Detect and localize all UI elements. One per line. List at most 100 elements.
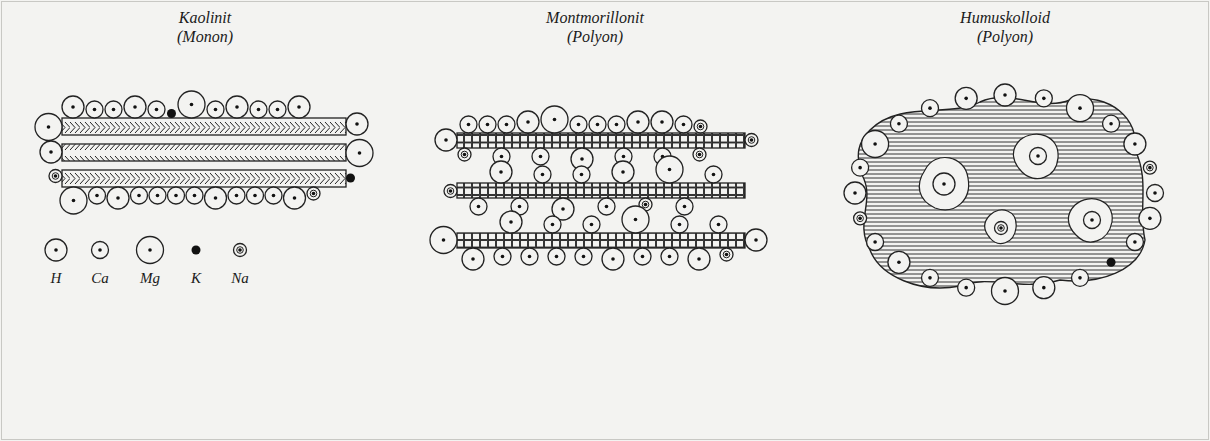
- ion-h: [517, 111, 539, 133]
- ion-k: [167, 109, 176, 118]
- ion-c: [598, 198, 615, 215]
- ion-dot: [148, 248, 152, 252]
- ion-c: [460, 116, 477, 133]
- panel-title: Kaolinit (Monon): [177, 8, 233, 46]
- ion-dot: [1042, 286, 1046, 290]
- ion-c: [634, 248, 651, 265]
- ion-dot: [634, 218, 638, 222]
- ion-dot: [49, 150, 53, 154]
- ion-m: [35, 114, 62, 141]
- ion-dot: [526, 120, 530, 124]
- ion-n: [458, 148, 471, 161]
- ion-h: [205, 187, 227, 209]
- ion-dot: [1003, 93, 1007, 97]
- ion-ring: [696, 151, 703, 158]
- clay-layer: [457, 233, 745, 248]
- panel-title: Humuskolloid (Polyon): [960, 8, 1050, 46]
- ion-h: [745, 229, 767, 251]
- ion-c: [86, 101, 103, 118]
- ion-dot: [555, 255, 559, 259]
- ion-c: [186, 187, 203, 204]
- ion-dot: [95, 194, 99, 198]
- ion-dot: [276, 108, 280, 112]
- ion-k: [1107, 258, 1116, 267]
- ion-dot: [156, 194, 160, 198]
- ion-c: [479, 116, 496, 133]
- ion-c: [1030, 148, 1047, 165]
- ion-dot: [539, 155, 543, 159]
- ion-c: [1147, 185, 1164, 202]
- ion-h: [284, 187, 306, 209]
- ion-ring: [697, 123, 704, 130]
- ion-m: [137, 237, 164, 264]
- ion-c: [570, 116, 587, 133]
- ion-dot: [1133, 240, 1137, 244]
- ion-ring: [447, 188, 454, 195]
- ion-dot: [699, 125, 703, 129]
- ion-dot: [897, 260, 901, 264]
- ion-h: [688, 248, 710, 270]
- ion-dot: [683, 205, 687, 209]
- ion-dot: [1078, 276, 1082, 280]
- ion-dot: [133, 105, 137, 109]
- ion-dot: [509, 220, 513, 224]
- ion-c: [521, 248, 538, 265]
- ion-dot: [137, 194, 141, 198]
- ion-m: [862, 131, 889, 158]
- ion-dot: [54, 174, 58, 178]
- legend-label: Ca: [91, 270, 109, 287]
- clay-layer: [62, 170, 346, 187]
- ion-dot: [442, 238, 446, 242]
- ion-dot: [501, 255, 505, 259]
- ion-h: [955, 87, 977, 109]
- ion-dot: [449, 189, 453, 193]
- ion-c: [676, 198, 693, 215]
- ion-dot: [1133, 142, 1137, 146]
- ion-dot: [1042, 97, 1046, 101]
- ion-c: [498, 116, 515, 133]
- ion-h: [490, 161, 512, 183]
- ion-dot: [1153, 191, 1157, 195]
- ion-dot: [155, 108, 159, 112]
- ion-n: [444, 185, 457, 198]
- ion-dot: [312, 192, 316, 196]
- ion-c: [149, 187, 166, 204]
- ion-c: [228, 187, 245, 204]
- ion-c: [168, 187, 185, 204]
- ion-h: [40, 141, 62, 163]
- ion-dot: [518, 205, 522, 209]
- ion-h: [435, 129, 457, 151]
- ion-c: [247, 187, 264, 204]
- ion-c: [89, 187, 106, 204]
- panel-title: Montmorillonit (Polyon): [546, 8, 644, 46]
- ion-c: [675, 116, 692, 133]
- ion-c: [470, 198, 487, 215]
- ion-c: [661, 248, 678, 265]
- ion-dot: [582, 255, 586, 259]
- ion-n: [694, 120, 707, 133]
- ion-h: [107, 187, 129, 209]
- ion-dot: [750, 138, 754, 142]
- humus-pore: [919, 158, 968, 210]
- ion-n: [49, 170, 62, 183]
- ion-dot: [1036, 154, 1040, 158]
- ion-dot: [605, 205, 609, 209]
- ion-m: [622, 206, 649, 233]
- ion-dot: [697, 257, 701, 261]
- ion-h: [1033, 277, 1055, 299]
- ion-dot: [214, 196, 218, 200]
- ion-c: [1035, 90, 1052, 107]
- ion-m: [346, 140, 373, 167]
- ion-ring: [52, 173, 59, 180]
- ion-dot: [54, 248, 58, 252]
- ion-dot: [698, 153, 702, 157]
- ion-c: [148, 101, 165, 118]
- ion-dot: [873, 240, 877, 244]
- ion-m: [656, 156, 683, 183]
- ion-c: [1084, 212, 1101, 229]
- ion-h: [994, 84, 1016, 106]
- ion-h: [1139, 207, 1161, 229]
- ion-m: [541, 106, 568, 133]
- ion-dot: [712, 173, 716, 177]
